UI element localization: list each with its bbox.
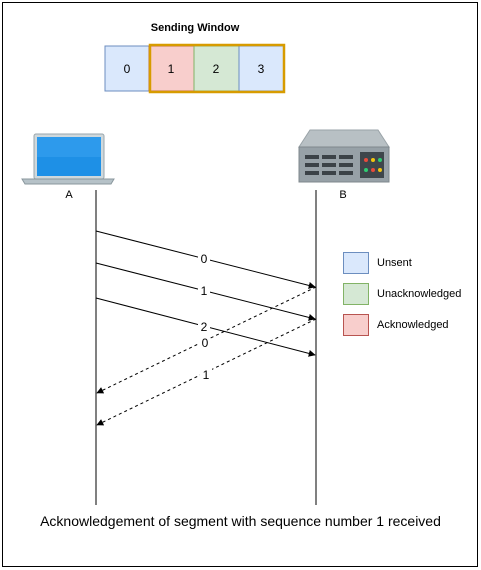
laptop-icon <box>21 133 115 185</box>
legend-swatch-unsent <box>343 252 369 274</box>
host-a-label: A <box>65 189 73 201</box>
segment-label-1: 1 <box>201 284 208 298</box>
legend-label-unacknowledged: Unacknowledged <box>377 288 462 300</box>
legend-item-unsent: Unsent <box>343 252 412 274</box>
diagram-caption: Acknowledgement of segment with sequence… <box>40 513 441 529</box>
window-cell-0-label: 0 <box>124 62 131 76</box>
window-cell-2-box <box>193 45 240 92</box>
legend-item-acknowledged: Acknowledged <box>343 314 449 336</box>
host-b-label: B <box>339 189 346 201</box>
legend-item-unacknowledged: Unacknowledged <box>343 283 461 305</box>
window-cell-3-label: 3 <box>258 62 265 76</box>
legend-swatch-acknowledged <box>343 314 369 336</box>
window-cell-1-label: 1 <box>168 62 175 76</box>
window-cells: 0 1 2 3 <box>104 43 286 94</box>
window-title: Sending Window <box>151 22 240 34</box>
segment-label-0: 0 <box>201 252 208 266</box>
window-cell-2-label: 2 <box>213 62 220 76</box>
legend-label-acknowledged: Acknowledged <box>377 319 449 331</box>
ack-label-1: 1 <box>203 368 210 382</box>
ack-label-0: 0 <box>202 336 209 350</box>
window-cell-0-box <box>104 45 150 92</box>
sending-window-border <box>148 43 286 94</box>
segment-label-2: 2 <box>201 320 208 334</box>
legend-label-unsent: Unsent <box>377 257 412 269</box>
server-icon <box>298 129 390 183</box>
legend-swatch-unacknowledged <box>343 283 369 305</box>
